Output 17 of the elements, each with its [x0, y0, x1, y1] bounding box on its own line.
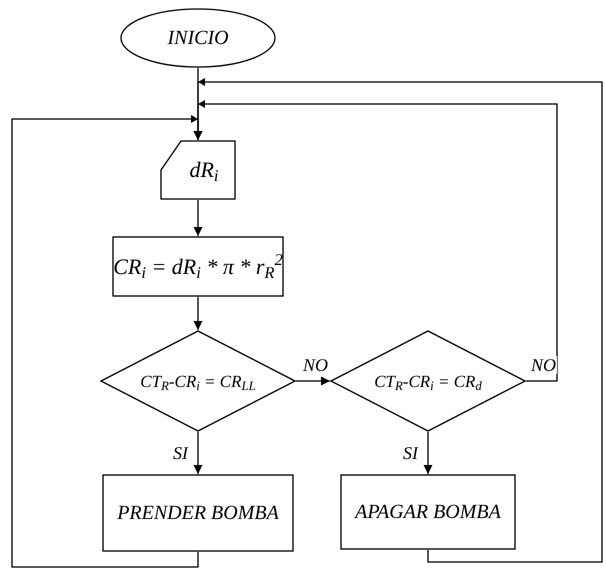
node-text: CT$_{R}$-CR$_{i}$ = CR$_{d}$ [374, 372, 482, 390]
start-terminal [120, 8, 276, 68]
edge-label: NO [530, 356, 558, 374]
process-box [340, 474, 516, 550]
manual-input-shape [160, 140, 236, 200]
process-box [102, 474, 294, 552]
node-text: CT$_{R}$-CR$_{i}$ = CR$_{LL}$ [140, 372, 256, 390]
node-text: PRENDER BOMBA [117, 503, 279, 523]
node-text: APAGAR BOMBA [355, 502, 501, 522]
edge-label: NO [302, 356, 330, 374]
process-box [112, 236, 284, 297]
node-text: dR$_{i}$ [188, 159, 219, 181]
edge-label: SI [172, 444, 189, 462]
decision-diamond [330, 330, 526, 432]
edge-label: SI [402, 444, 419, 462]
decision-diamond [100, 330, 296, 432]
node-text: INICIO [167, 28, 229, 48]
